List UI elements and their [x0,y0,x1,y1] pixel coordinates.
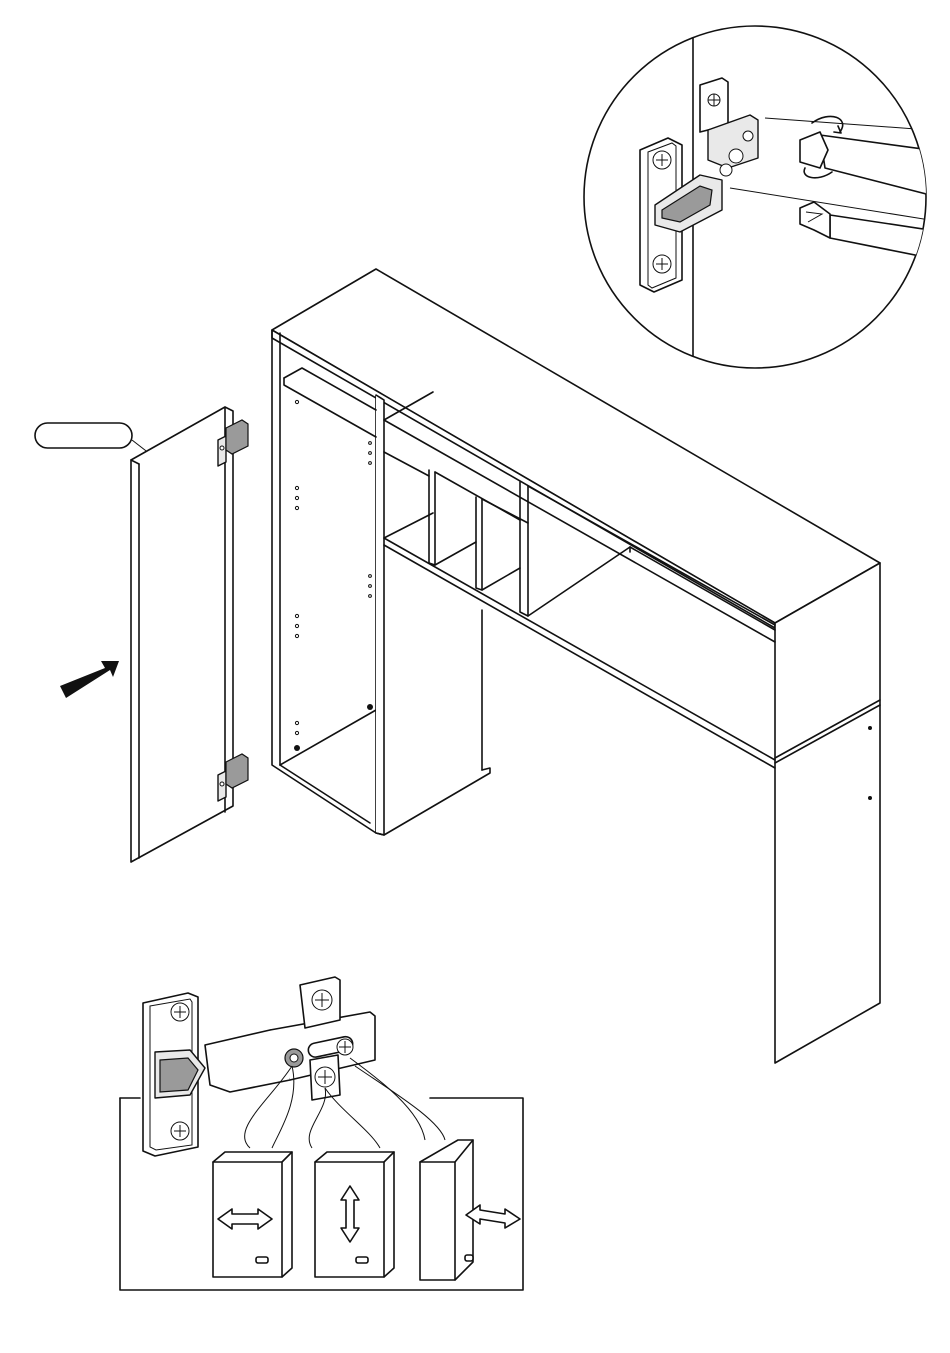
adjust-horizontal [213,1152,292,1277]
hinge-detail-circle [584,20,930,370]
cabinet [272,269,880,1063]
push-arrow [60,661,119,698]
door-panel [131,407,248,862]
adjust-depth [420,1140,520,1280]
hinge-adjustment-panel [120,977,523,1290]
shelf-pin-holes [294,400,373,751]
adjust-vertical [315,1152,394,1277]
